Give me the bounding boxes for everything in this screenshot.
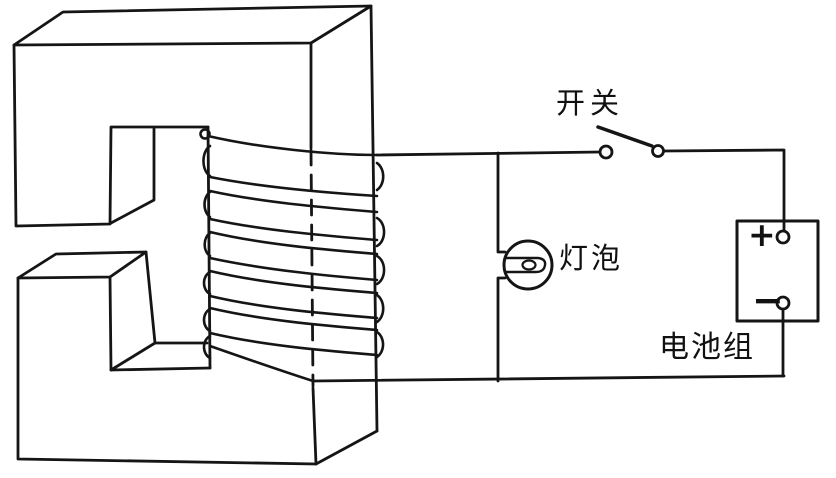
wire-bulb-branch-top: [496, 151, 507, 254]
switch-terminal-right: [651, 144, 665, 158]
core-back-right-edge: [369, 4, 379, 433]
bulb-filament: [503, 256, 547, 274]
core-bottom-step: [108, 275, 212, 372]
wire-bottom: [311, 374, 786, 383]
core-bottom-outline: [16, 276, 379, 466]
core-bottom-top-face: [16, 250, 148, 280]
core-bottom-front-right-edge: [311, 386, 318, 466]
core-bottom-notch-inner: [144, 250, 209, 345]
core-top-face: [12, 4, 373, 47]
core-spine-left-edge: [206, 125, 212, 370]
iron-core-icon: [12, 4, 379, 466]
coil-top-knot: [199, 128, 211, 140]
bulb-label: 灯泡: [559, 243, 624, 275]
coil-icon: [199, 128, 386, 383]
wire-switch-to-battery: [662, 148, 786, 233]
bulb-filament-curl: [521, 259, 537, 271]
battery-negative-sign: −: [752, 278, 784, 322]
core-hidden-edge-dashed: [309, 148, 315, 388]
battery-box: [735, 219, 820, 323]
battery-positive-sign: +: [748, 215, 776, 254]
switch-label: 开关: [556, 88, 625, 120]
circuit-wires: [311, 148, 786, 383]
core-top-notch-inner: [109, 127, 156, 225]
battery-icon: [735, 219, 820, 323]
bulb-glass: [502, 239, 554, 291]
wire-coil-to-switch: [375, 150, 602, 157]
core-bottom-step-diagonal: [109, 341, 157, 372]
battery-positive-terminal-dot: [775, 229, 791, 245]
battery-negative-terminal-dot: [775, 295, 791, 311]
switch-lever: [596, 125, 654, 148]
wire-bulb-branch-bottom: [496, 276, 507, 383]
core-top-front-outline: [12, 43, 210, 228]
light-bulb-icon: [502, 239, 554, 291]
switch-icon: [596, 125, 665, 160]
switch-terminal-left: [598, 144, 614, 160]
battery-label: 电池组: [659, 331, 755, 364]
